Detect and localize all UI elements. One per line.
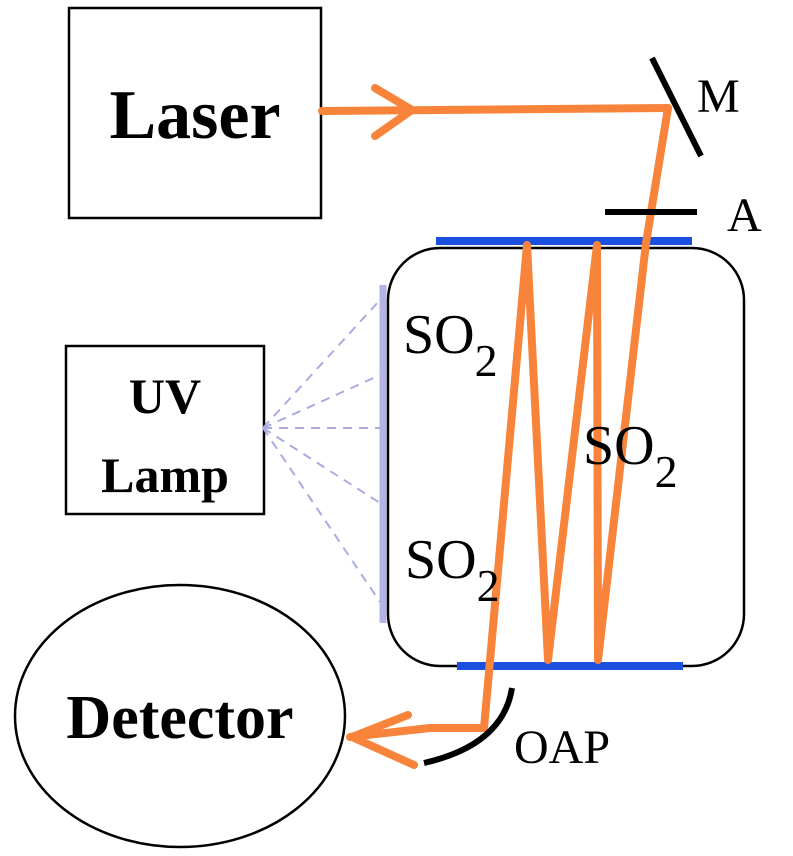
oap-mirror — [423, 687, 515, 766]
uv-lamp-label-line2: Lamp — [101, 447, 229, 503]
aperture-label: A — [727, 189, 762, 242]
uv-lamp-label-line1: UV — [129, 368, 201, 424]
laser-label: Laser — [109, 77, 280, 154]
mirror-label: M — [697, 70, 740, 123]
oap-label: OAP — [514, 721, 610, 774]
so2-label-lower-left: SO2 — [405, 529, 500, 611]
uv-rays — [262, 299, 381, 603]
so2-label-right: SO2 — [583, 415, 678, 497]
input-beam-arrow — [371, 84, 416, 140]
so2-label-upper-left: SO2 — [403, 304, 498, 386]
output-beam-arrow — [348, 711, 418, 769]
detector-ellipse — [13, 583, 347, 849]
detector-label: Detector — [66, 684, 293, 752]
steering-mirror — [649, 56, 704, 158]
